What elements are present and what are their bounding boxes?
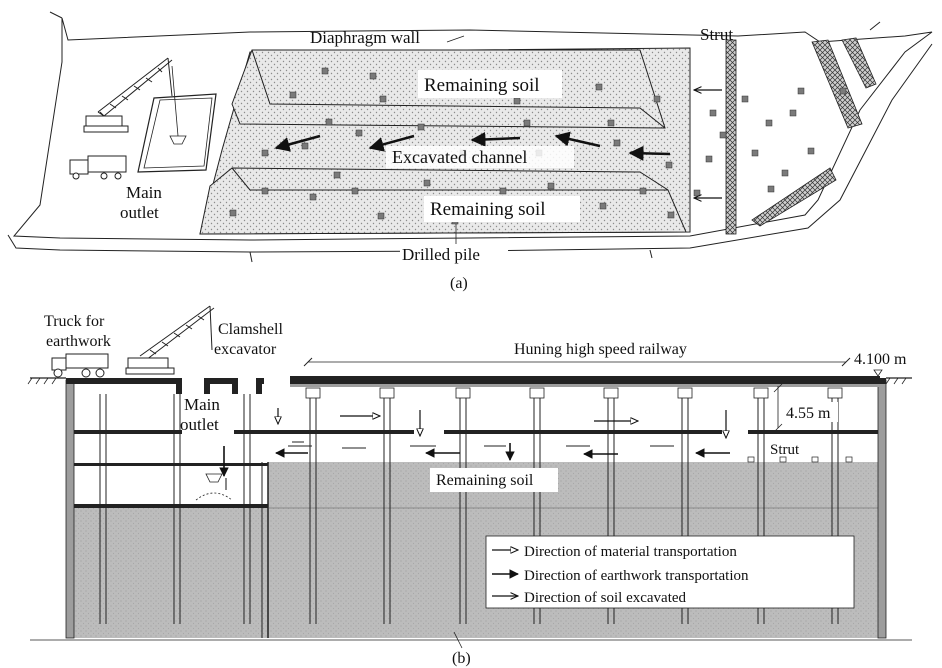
- caption-a: (a): [450, 275, 468, 292]
- clamshell-label-1: Clamshell: [218, 321, 283, 338]
- roof-slab-right: [290, 378, 886, 384]
- truck-section-icon: [51, 353, 109, 378]
- truck-label-1: Truck for: [44, 313, 105, 330]
- legend: Direction of material transportation Dir…: [485, 535, 855, 609]
- legend-item-material: Direction of material transportation: [524, 544, 737, 560]
- material-arrows-section: [278, 408, 726, 438]
- railway-label: Huning high speed railway: [514, 341, 687, 358]
- earthwork-arrows-plan: [274, 131, 671, 161]
- main-outlet-plan: [137, 65, 217, 173]
- roof-slab-left: [66, 378, 180, 384]
- strut-plan: [725, 39, 737, 235]
- slab-level-3: [74, 504, 268, 508]
- truck-label-2: earthwork: [46, 333, 111, 350]
- main-outlet-section-label-1: Main: [184, 395, 220, 414]
- diaphragm-wall-outline: [12, 17, 933, 241]
- elevation-label: 4.100 m: [854, 351, 907, 368]
- slab-level-2: [74, 463, 268, 466]
- strut-label-section: Strut: [770, 442, 800, 458]
- truck-icon: [69, 155, 127, 180]
- legend-item-earthwork: Direction of earthwork transportation: [524, 568, 749, 584]
- legend-box: [485, 535, 855, 609]
- remaining-soil-top-label: Remaining soil: [424, 75, 540, 96]
- remaining-soil-bottom-label: Remaining soil: [430, 199, 546, 220]
- diagonal-brace-top: [811, 39, 863, 129]
- main-outlet-plan-label-1: Main: [126, 183, 162, 202]
- right-diaphragm-wall: [877, 379, 887, 639]
- legend-item-excavated: Direction of soil excavated: [524, 590, 687, 606]
- depth-label: 4.55 m: [786, 405, 831, 422]
- caption-b: (b): [452, 650, 471, 667]
- crane-icon: [83, 57, 173, 133]
- main-outlet-section-label-2: outlet: [180, 415, 219, 434]
- left-diaphragm-wall: [65, 379, 75, 639]
- remaining-soil-section-label: Remaining soil: [436, 472, 534, 489]
- plan-view: Diaphragm wall Strut Remaining soil Exca…: [7, 11, 933, 292]
- drilled-pile-label: Drilled pile: [402, 245, 480, 264]
- crane-section-icon: [125, 305, 215, 375]
- diagonal-brace-bottom: [751, 167, 837, 227]
- main-outlet-plan-label-2: outlet: [120, 203, 159, 222]
- strut-label-plan: Strut: [700, 25, 733, 44]
- railway-deck: [290, 376, 880, 380]
- earthwork-arrows-section: [219, 443, 730, 477]
- diaphragm-wall-label: Diaphragm wall: [310, 28, 420, 47]
- clamshell-label-2: excavator: [214, 341, 277, 358]
- clamshell-bucket-icon: [195, 473, 233, 501]
- section-view: Truck for earthwork Clamshell excavator …: [27, 305, 912, 667]
- excavated-channel-label: Excavated channel: [392, 147, 527, 167]
